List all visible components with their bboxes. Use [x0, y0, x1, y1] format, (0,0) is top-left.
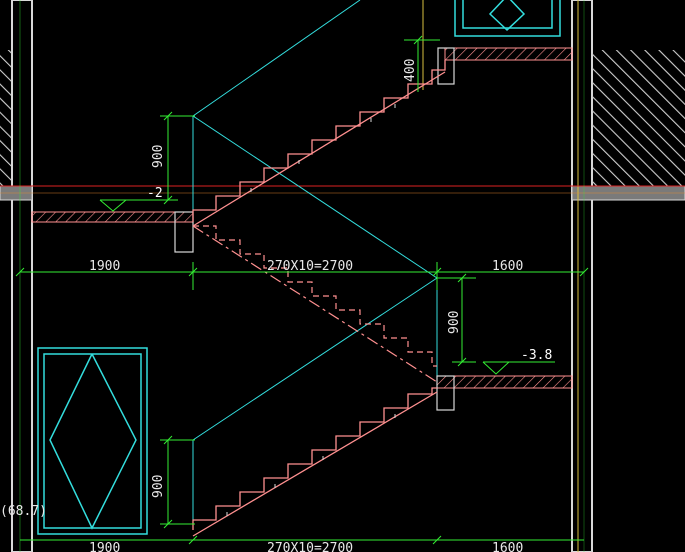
dim-text-left-landing-lower: 1900 — [89, 541, 120, 552]
upper-flight-steps — [192, 60, 446, 222]
dim-text-rise-top: 400 — [403, 59, 418, 82]
dim-text-run-lower: 270X10=2700 — [267, 541, 353, 552]
rise-dimension-top — [404, 35, 440, 92]
lower-window — [37, 347, 148, 535]
level-text-middle: -3.8 — [521, 348, 552, 363]
upper-window — [454, 0, 561, 37]
dim-text-right-landing-lower: 1600 — [492, 541, 523, 552]
stair-flight-upper — [192, 60, 446, 227]
dim-text-rise-middle: 900 — [447, 311, 462, 334]
upper-right-landing — [437, 47, 573, 85]
upper-flight-soffit — [192, 71, 446, 227]
level-marker-middle — [482, 361, 555, 375]
dim-text-right-landing-upper: 1600 — [492, 259, 523, 274]
dim-text-left-landing-upper: 1900 — [89, 259, 120, 274]
step-tick-marks — [226, 104, 396, 516]
lower-right-landing — [436, 375, 573, 411]
stair-flight-middle-dashed — [192, 225, 438, 383]
dim-text-rise-lower: 900 — [151, 475, 166, 498]
left-edge-label: (68.7) — [0, 504, 47, 519]
dim-text-rise-upper: 900 — [151, 145, 166, 168]
stair-flight-lower — [192, 387, 438, 537]
rise-dimension-lower — [160, 435, 195, 529]
level-marker-upper — [99, 199, 168, 212]
rise-dimension-middle — [437, 273, 476, 367]
right-wall — [571, 0, 685, 552]
dimension-line-upper — [15, 262, 589, 290]
dimension-line-lower — [20, 535, 584, 545]
level-text-upper: -2 — [147, 186, 163, 201]
dim-text-run-upper: 270X10=2700 — [267, 259, 353, 274]
